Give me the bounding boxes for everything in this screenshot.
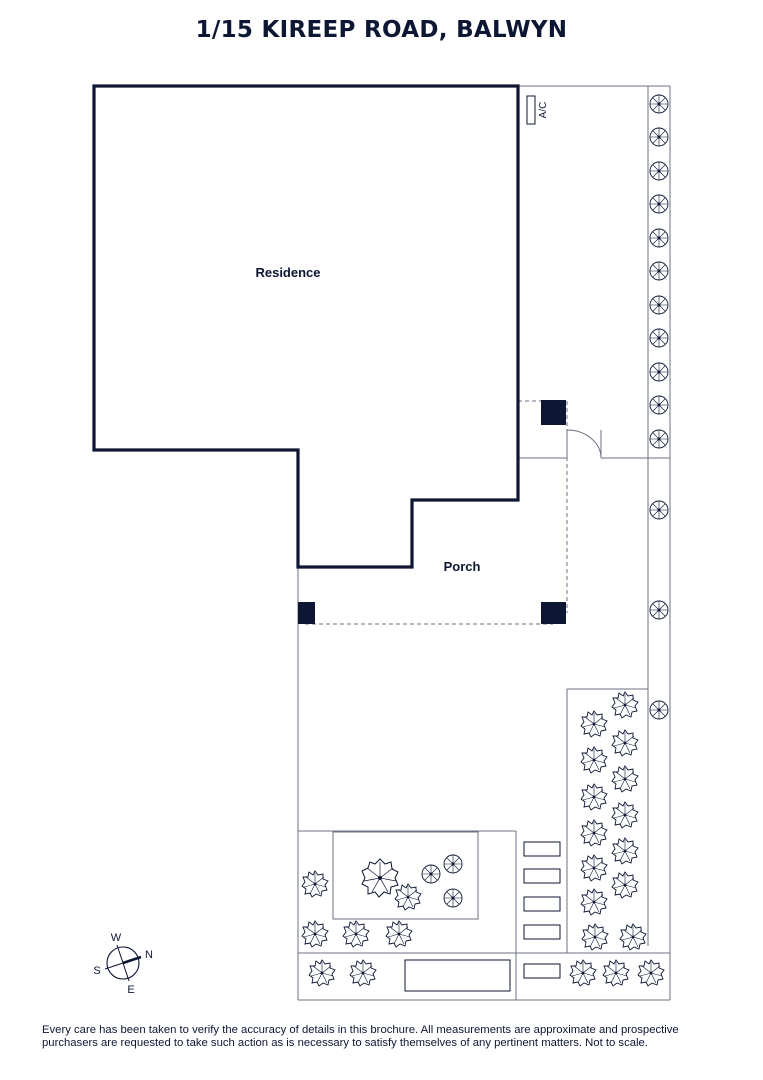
post xyxy=(298,602,315,624)
garden-bed-trees xyxy=(361,854,463,911)
post xyxy=(541,602,566,624)
ac-unit xyxy=(526,95,536,125)
compass-w: W xyxy=(111,932,122,944)
porch-outline xyxy=(305,400,568,625)
site-boundary xyxy=(297,85,671,1001)
residence-outline xyxy=(92,84,520,569)
post xyxy=(541,400,566,425)
disclaimer-line-2: purchasers are requested to take such ac… xyxy=(42,1036,648,1049)
compass: W N S E xyxy=(93,932,153,996)
plan-title: 1/15 KIREEP ROAD, BALWYN xyxy=(195,17,568,43)
shrub-bed-trees xyxy=(580,691,647,951)
ac-label: A/C xyxy=(538,102,549,119)
compass-s: S xyxy=(93,965,100,977)
disclaimer-line-1: Every care has been taken to verify the … xyxy=(42,1024,679,1036)
door-swing xyxy=(566,429,602,459)
compass-e: E xyxy=(127,984,134,996)
stepping-stones xyxy=(523,841,561,979)
residence-label: Residence xyxy=(255,265,320,280)
disclaimer: Every care has been taken to verify the … xyxy=(42,1024,742,1049)
paving-slab xyxy=(404,959,511,992)
front-garden-trees xyxy=(301,870,665,987)
compass-n: N xyxy=(145,949,153,961)
garden-bed xyxy=(332,831,479,920)
boundary-trees xyxy=(649,94,669,720)
porch-label: Porch xyxy=(444,559,481,574)
